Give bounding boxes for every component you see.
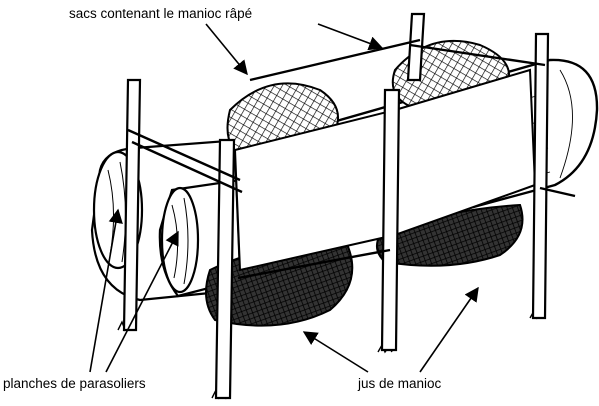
label-sacks: sacs contenant le manioc râpé [68,6,254,22]
arrow-sacks-left [205,23,248,76]
pole-front-left [214,138,236,400]
crossbars [127,38,576,280]
arrow-board-1 [89,208,123,373]
arrow-board-2 [105,230,179,373]
poles [122,12,550,400]
label-boards: planches de parasoliers [2,376,147,392]
ground-grass [117,309,545,400]
pole-back-left [122,78,142,332]
label-juice: jus de manioc [357,376,443,392]
arrow-juice-left [302,331,369,373]
pole-front-mid [380,88,401,352]
pole-right [531,32,550,320]
arrow-juice-right [419,286,479,373]
annotation-arrows [89,23,479,373]
arrow-sacks-right [317,23,384,51]
